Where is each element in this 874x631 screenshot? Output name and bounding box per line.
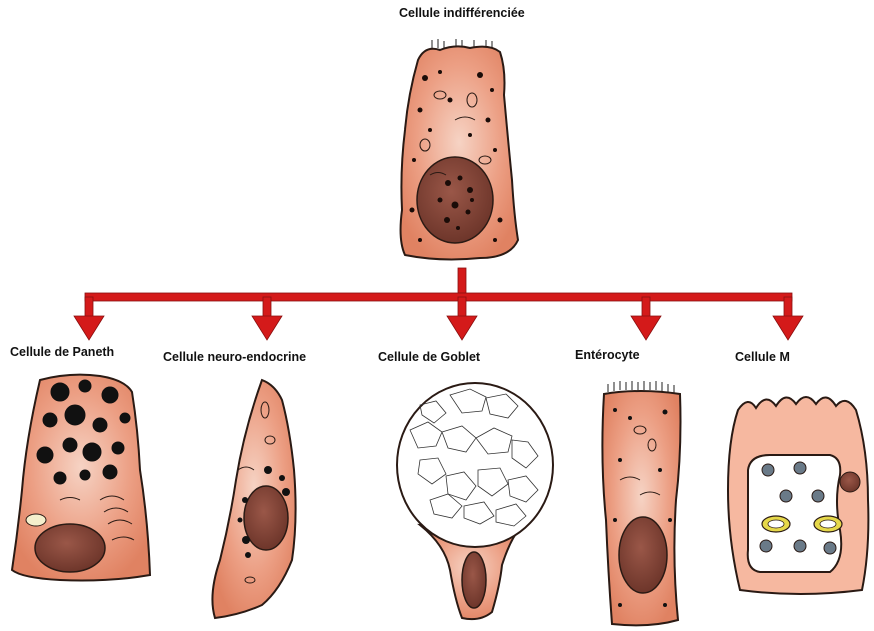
arrow-head-enterocyte — [631, 316, 661, 340]
paneth-cell — [12, 375, 150, 581]
arrow-head-neuro — [252, 316, 282, 340]
enterocyte — [602, 381, 680, 625]
goblet-cell — [397, 383, 553, 619]
m-cell — [728, 397, 868, 594]
arrow-head-m — [773, 316, 803, 340]
lineage-arrows — [74, 268, 803, 340]
neuroendocrine-cell — [212, 380, 295, 618]
arrow-crossbar — [85, 293, 792, 301]
undifferentiated-cell — [401, 39, 518, 259]
arrow-head-goblet — [447, 316, 477, 340]
arrow-head-paneth — [74, 316, 104, 340]
